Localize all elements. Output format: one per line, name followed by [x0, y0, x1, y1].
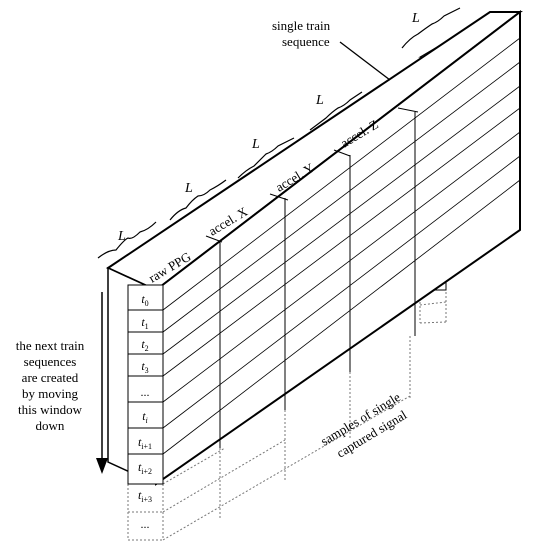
length-labels: L L L L L	[117, 11, 420, 244]
samples-caption: samples of single captured signal	[318, 389, 410, 460]
window-caption-line: are created	[22, 370, 79, 385]
window-extension	[127, 336, 411, 541]
window-caption-line: this window	[18, 402, 83, 417]
length-label: L	[184, 181, 193, 196]
length-label: L	[117, 229, 126, 244]
single-train-sequence-line2: sequence	[282, 34, 330, 49]
time-label: ...	[141, 517, 150, 531]
window-caption-line: down	[36, 418, 65, 433]
time-label: t2	[141, 337, 148, 353]
length-braces	[97, 7, 461, 259]
length-label: L	[315, 93, 324, 108]
window-caption-line: the next train	[16, 338, 85, 353]
window-caption-line: by moving	[22, 386, 78, 401]
time-label: ti	[142, 409, 148, 425]
time-label: ti+2	[138, 460, 152, 476]
single-train-sequence-line1: single train	[272, 18, 331, 33]
time-label: ti+1	[138, 435, 152, 451]
train-sequence-block: raw PPG accel. X accel. Y accel. Z	[105, 9, 523, 486]
time-label: t0	[141, 292, 148, 308]
window-caption: the next train sequences are created by …	[16, 338, 85, 433]
length-label: L	[411, 11, 420, 26]
time-label: ...	[141, 385, 150, 399]
time-label: ti+3	[138, 488, 152, 504]
time-label: t1	[141, 315, 148, 331]
length-label: L	[251, 137, 260, 152]
time-labels: t0 t1 t2 t3 ... ti ti+1 ti+2 ti+3 ...	[138, 292, 152, 531]
down-arrow-icon	[96, 292, 108, 474]
window-caption-line: sequences	[24, 354, 77, 369]
time-label: t3	[141, 359, 148, 375]
single-train-sequence-callout: single train sequence	[272, 18, 391, 81]
